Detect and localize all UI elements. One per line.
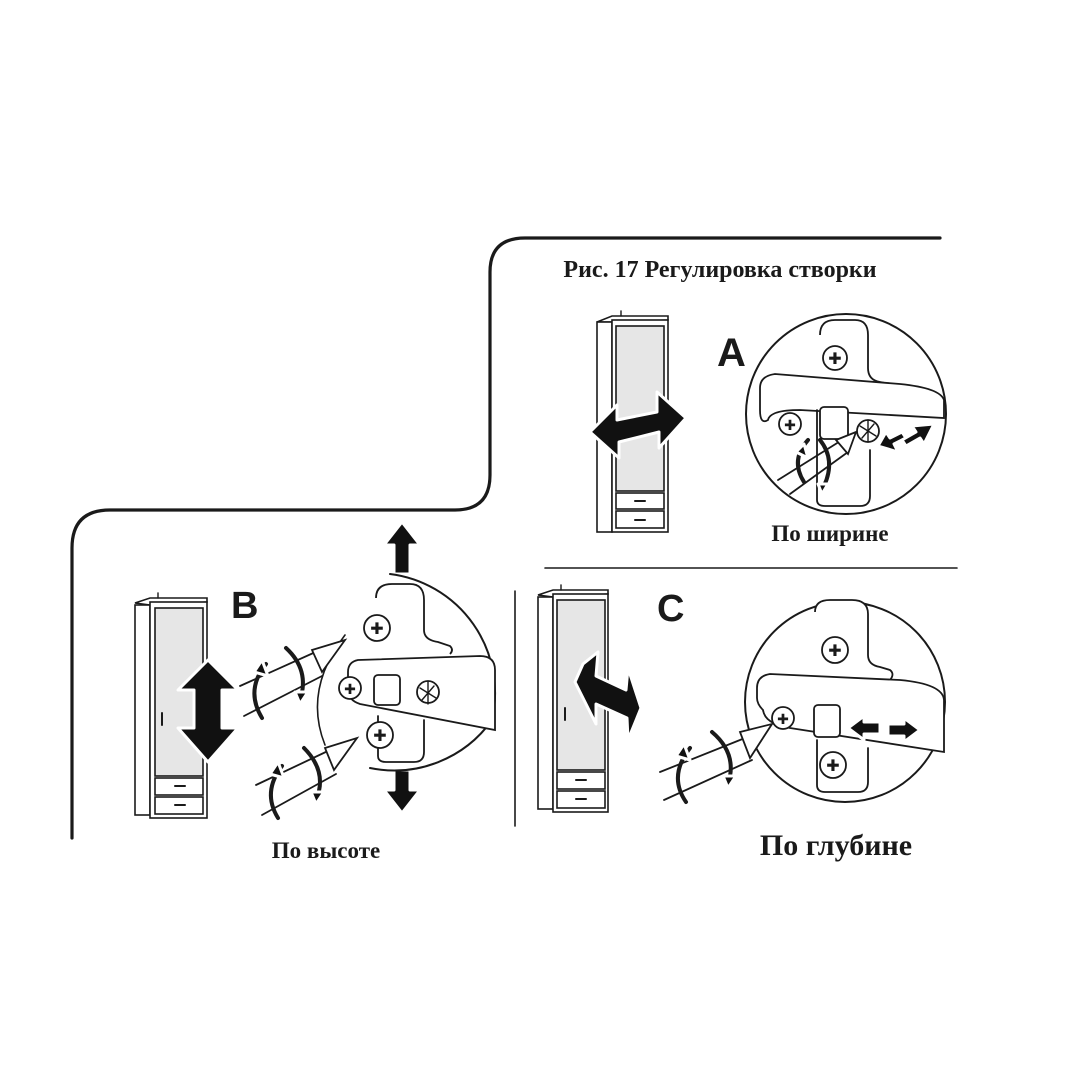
svg-text:✚: ✚	[370, 621, 383, 638]
figure-title: Рис. 17 Регулировка створки	[563, 257, 876, 283]
panel-b-caption: По высоте	[272, 838, 380, 863]
screwdriver-icon	[239, 638, 348, 720]
panel-b-letter: B	[231, 585, 258, 627]
cabinet-icon	[537, 584, 609, 813]
panel-c: C ✚ ✚ ✚ По глубине	[537, 584, 946, 862]
up-arrow-icon	[382, 520, 422, 576]
down-arrow-icon	[382, 768, 422, 815]
svg-text:✚: ✚	[344, 681, 356, 697]
panel-b: B ✚ ✚ ✚	[134, 520, 497, 863]
svg-text:✚: ✚	[777, 711, 789, 727]
frame-border	[70, 236, 942, 840]
svg-text:✚: ✚	[828, 643, 841, 660]
height-arrow-icon	[176, 658, 240, 764]
hinge-detail-c: ✚ ✚ ✚	[744, 599, 946, 803]
svg-text:✚: ✚	[373, 728, 386, 745]
depth-arrow-icon	[573, 650, 643, 742]
svg-text:✚: ✚	[826, 758, 839, 775]
panel-a-caption: По ширине	[771, 521, 888, 546]
svg-text:✚: ✚	[784, 417, 796, 433]
hinge-detail-a: ✚ ✚	[745, 313, 947, 515]
panel-a-letter: A	[717, 331, 746, 375]
hinge-detail-b: ✚ ✚ ✚	[316, 573, 497, 772]
screwdriver-icon	[659, 722, 774, 804]
panel-a: A ✚ ✚ По ширине	[588, 310, 947, 546]
svg-text:✚: ✚	[828, 351, 841, 368]
panel-c-letter: C	[657, 588, 684, 630]
panel-c-caption: По глубине	[760, 829, 912, 862]
width-arrow-icon	[588, 390, 688, 460]
width-arrow-small-icon	[876, 430, 908, 454]
depth-arrow-small-icon	[846, 714, 882, 742]
screwdriver-icon	[255, 736, 360, 820]
